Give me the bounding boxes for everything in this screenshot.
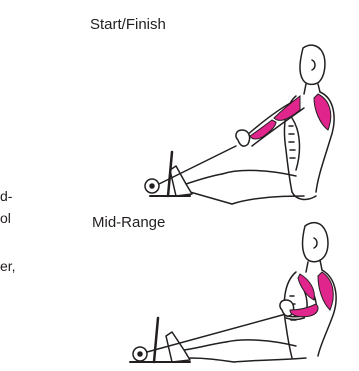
- seated-row-mid-figure: [0, 0, 359, 371]
